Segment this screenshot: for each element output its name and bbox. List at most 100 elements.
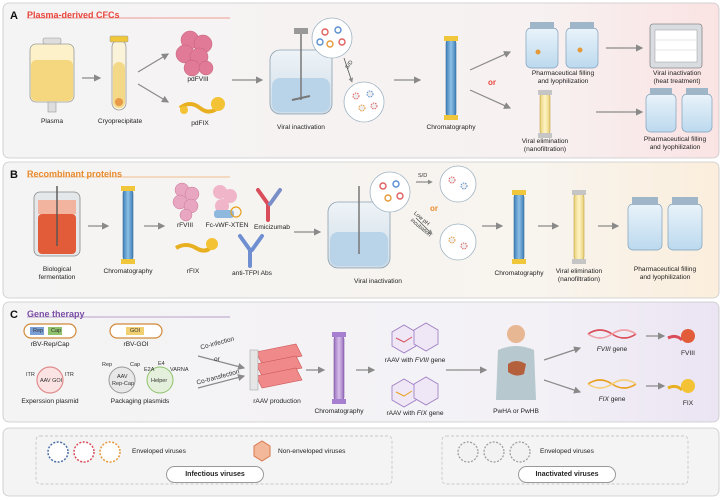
label-rep-2: Rep xyxy=(102,362,113,368)
label-emicizumab: Emicizumab xyxy=(254,224,290,231)
patient-icon xyxy=(496,325,536,400)
expression-plasmid-icon xyxy=(36,366,64,394)
label-raav-fix: rAAV with FIX gene xyxy=(386,410,444,417)
rbv-goi-icon xyxy=(109,323,163,339)
label-fc-vwf-xten: Fc-vWF-XTEN xyxy=(205,222,249,229)
label-pharm-filling-b-2: and lyophilization xyxy=(639,274,691,281)
label-expression-plasmid: Experssion plasmid xyxy=(21,398,79,405)
raav-fviii-particles-icon xyxy=(391,322,439,354)
legend-inactivated-pill: Inactivated viruses xyxy=(518,466,616,483)
fix-protein-icon xyxy=(667,379,695,393)
label-fix-gene: FIX gene xyxy=(598,396,626,403)
label-aav-repcap-1: AAV xyxy=(117,374,128,380)
label-or-a: or xyxy=(488,78,496,87)
label-viral-elimination-a1: Viral elimination xyxy=(521,138,569,145)
label-pdfviii: pdFVIII xyxy=(187,76,209,83)
panel-c-letter: C xyxy=(10,309,18,321)
legend-infectious-pill: Infectious viruses xyxy=(166,466,264,483)
anti-tfpi-antibody-icon xyxy=(238,234,264,268)
label-itr-left: ITR xyxy=(26,372,35,378)
pharmaceutical-vials-icon-2 xyxy=(645,88,713,133)
fviii-gene-dna-icon xyxy=(587,329,637,339)
pdfviii-protein-icon xyxy=(175,30,214,77)
panel-b-letter: B xyxy=(10,169,18,181)
cryoprecipitate-tube-icon xyxy=(109,35,129,111)
panel-c-box xyxy=(2,301,720,423)
label-viral-elimination-a2: (nanofiltration) xyxy=(523,146,567,153)
label-cap: Cap xyxy=(51,328,62,334)
rfviii-protein-icon xyxy=(172,182,200,222)
label-viral-inactivation-a: Viral inactivation xyxy=(277,124,325,131)
label-rbv-goi: rBV-GOI xyxy=(123,341,149,348)
label-raav-production: rAAV production xyxy=(253,398,301,405)
plasma-bag-icon xyxy=(29,37,75,113)
rfix-protein-icon xyxy=(174,238,218,253)
label-rep: Rep xyxy=(33,328,44,334)
label-pharm-filling-b2: and lyophilization xyxy=(649,144,701,151)
raav-fix-particles-icon xyxy=(391,376,439,408)
pharmaceutical-vials-icon xyxy=(525,22,599,69)
label-plasma: Plasma xyxy=(41,118,63,125)
label-pharm-filling-a2: and lyophilization xyxy=(537,78,589,85)
label-chromatography-a: Chromatography xyxy=(426,124,476,131)
chromatography-column-icon-c xyxy=(332,332,346,404)
label-chromatography-c: Chromatography xyxy=(314,408,364,415)
label-pharm-filling-b1: Pharmaceutical filling xyxy=(643,136,707,143)
chromatography-column-icon-b2 xyxy=(512,190,526,264)
chromatography-column-icon-b xyxy=(121,186,135,264)
label-anti-tfpi: anti-TFPI Abs xyxy=(232,270,272,277)
label-biological: Biological xyxy=(42,266,72,273)
label-e2a: E2A xyxy=(144,367,155,373)
label-packaging-plasmids: Packaging plasmids xyxy=(110,398,170,405)
label-fviii-gene: FVIII gene xyxy=(596,346,628,353)
label-rbv-rep-cap: rBV-Rep/Cap xyxy=(30,341,70,348)
label-e4: E4 xyxy=(158,361,165,367)
chromatography-column-icon xyxy=(444,36,458,120)
label-pdfix: pdFIX xyxy=(191,120,209,127)
panel-b-title: Recombinant proteins xyxy=(27,169,123,179)
panel-a-title: Plasma-derived CFCs xyxy=(27,10,120,20)
label-itr-right: ITR xyxy=(65,372,74,378)
non-enveloped-virus-icon xyxy=(253,440,271,462)
rbv-rep-cap-icon xyxy=(23,323,77,339)
fix-gene-dna-icon xyxy=(587,379,637,389)
emicizumab-icon xyxy=(256,188,282,222)
label-or-b: or xyxy=(430,204,438,213)
label-rfviii: rFVIII xyxy=(176,222,194,229)
label-viral-elimination-b1: Viral elimination xyxy=(555,268,603,275)
label-chromatography-b2: Chromatography xyxy=(494,270,544,277)
pharmaceutical-vials-icon-b xyxy=(627,197,703,251)
label-fermentation: fermentation xyxy=(38,274,76,281)
fviii-protein-icon xyxy=(667,329,695,343)
legend-non-enveloped: Non-enveloped viruses xyxy=(278,448,346,455)
label-pharm-filling-a1: Pharmaceutical filling xyxy=(531,70,595,77)
label-viral-elimination-b2: (nanofiltration) xyxy=(557,276,601,283)
bioreactor-icon xyxy=(33,186,81,257)
label-fix: FIX xyxy=(682,400,694,407)
label-chromatography-b: Chromatography xyxy=(103,268,153,275)
label-fviii: FVIII xyxy=(681,350,695,357)
label-viral-inactivation-heat2: (heat treatment) xyxy=(653,78,701,85)
nanofiltration-filter-icon-b xyxy=(572,190,586,264)
packaging-plasmid-aav-icon xyxy=(108,366,136,394)
label-cap-2: Cap xyxy=(130,362,141,368)
enveloped-virus-icons xyxy=(47,441,121,463)
label-aav-repcap-2: Rep-Cap xyxy=(112,381,135,387)
inactivated-virus-icons xyxy=(457,441,531,463)
label-varna: VARNA xyxy=(170,367,189,373)
label-rfix: rFIX xyxy=(186,268,200,275)
panel-a-letter: A xyxy=(10,10,18,22)
virus-zoom-circle xyxy=(311,17,353,59)
panel-c-title: Gene therapy xyxy=(27,309,85,319)
label-raav-fviii: rAAV with FVIII gene xyxy=(384,357,446,364)
packaging-plasmid-helper-icon xyxy=(146,366,174,394)
legend-enveloped: Enveloped viruses xyxy=(132,448,186,455)
label-viral-inactivation-heat1: Viral inactivation xyxy=(653,70,701,77)
label-pwha-pwhb: PwHA or PwHB xyxy=(493,408,539,415)
nanofiltration-filter-icon xyxy=(538,90,552,138)
viral-inactivation-tank-icon-b xyxy=(327,186,391,269)
viral-inactivation-tank-icon xyxy=(269,28,333,115)
label-cryoprecipitate: Cryoprecipitate xyxy=(97,118,143,125)
